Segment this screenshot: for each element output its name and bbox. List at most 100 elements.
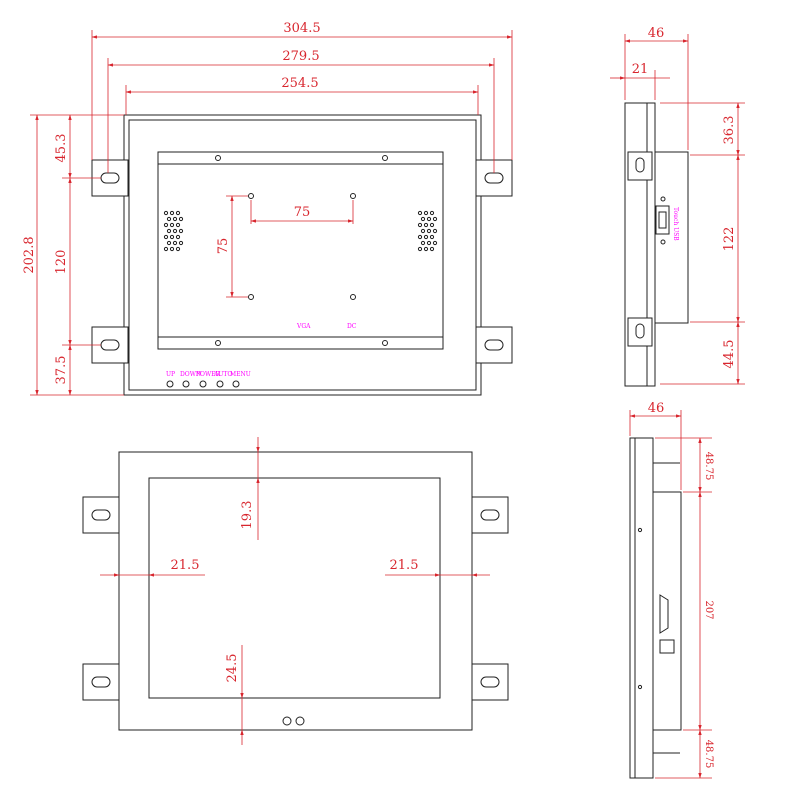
button-down [182,380,190,388]
vent-hole [423,246,429,252]
dim-rear-left: 21.5 [171,558,200,573]
rear-outer-frame [118,451,473,731]
vent-hole [169,222,175,228]
button-menu [232,380,240,388]
vent-hole [169,234,175,240]
dim-height-total: 202.8 [22,236,37,273]
vent-hole [417,246,423,252]
vent-hole [175,210,181,216]
dim-width-mid: 279.5 [282,49,319,64]
front-buttons: UP DOWN POWER AUTO MENU [166,371,251,388]
dim-height-mid: 120 [54,250,69,275]
usb-port [655,205,670,235]
vent-hole [169,210,175,216]
button-power [199,380,207,388]
button-label-power: POWER [196,371,221,378]
dim-side-depth: 46 [648,26,665,41]
button-label-auto: AUTO [213,371,232,378]
dim-width-inner: 254.5 [281,76,318,91]
vent-hole [423,234,429,240]
side-view-bottom: 46 48.75 207 48.75 [629,401,714,779]
dim-side-top: 36.3 [722,116,737,145]
side-top-bracket-lower [627,317,653,347]
rear-brackets [82,496,509,701]
front-view: VGA DC UP DOWN POWER AUTO MENU 304.5 [22,21,513,396]
vent-hole [426,240,432,246]
front-outer-frame [123,114,482,396]
dim-rear-right: 21.5 [390,558,419,573]
side-top-dimensions: 46 21 36.3 122 44.5 [610,26,745,385]
button-label-up: UP [166,371,175,378]
vent-hole [432,228,438,234]
button-label-down: DOWN [180,371,201,378]
vent-hole [429,222,435,228]
vent-hole [175,222,181,228]
button-up [166,380,174,388]
side-top-bracket-upper [627,151,653,181]
vent-hole [175,234,181,240]
dim-height-top: 45.3 [54,134,69,163]
dim-side-mid: 122 [722,227,737,252]
port-vga-label: VGA [296,323,311,330]
front-brackets [91,159,513,364]
front-dimensions: 304.5 279.5 254.5 202.8 45.3 120 [22,21,513,396]
vent-hole [172,216,178,222]
vesa-holes [248,193,356,300]
dc-connector [659,639,675,654]
vent-hole [163,234,169,240]
vent-hole [426,216,432,222]
vent-hole [429,246,435,252]
front-inner-bezel [128,119,477,391]
vent-hole [420,228,426,234]
dim-vesa-width: 75 [294,205,311,220]
vent-hole [429,234,435,240]
vent-hole [423,210,429,216]
vent-hole [420,240,426,246]
vent-hole [426,228,432,234]
vent-hole [178,240,184,246]
vent-grid-right [417,210,438,252]
vga-connector [659,594,669,634]
dim-side2-bottom: 48.75 [703,740,714,769]
vent-hole [166,228,172,234]
port-dc-label: DC [347,323,357,330]
vent-hole [417,234,423,240]
vent-hole [172,240,178,246]
dim-side-bottom: 44.5 [722,340,737,369]
back-cover-panel [157,151,444,350]
dim-height-bottom: 37.5 [54,356,69,385]
dim-side-offset: 21 [632,62,649,77]
vent-hole [417,210,423,216]
vent-hole [163,246,169,252]
vent-hole [432,240,438,246]
cover-screws [215,155,388,346]
button-label-menu: MENU [230,371,251,378]
usb-label: Touch USB [672,207,679,241]
button-auto [216,380,224,388]
vent-hole [166,240,172,246]
vent-hole [166,216,172,222]
rear-screen-opening [148,477,441,699]
dim-vesa-height: 75 [216,238,231,255]
vent-hole [172,228,178,234]
vent-hole [178,216,184,222]
vent-hole [417,222,423,228]
side-bottom-back-box [652,491,682,731]
rear-view: 19.3 21.5 21.5 24.5 [82,437,509,745]
vent-grid-left [163,210,184,252]
dim-side2-mid: 207 [703,600,714,619]
vent-hole [163,222,169,228]
vent-hole [175,246,181,252]
rear-dimensions: 19.3 21.5 21.5 24.5 [100,437,490,745]
dim-side2-depth: 46 [648,401,665,416]
side-top-back-box [654,151,689,324]
vent-hole [420,216,426,222]
rear-led-1 [282,716,292,726]
dim-width-outer: 304.5 [283,21,320,36]
dim-rear-top: 19.3 [240,501,255,530]
side-bottom-frame [629,437,654,779]
dim-side2-top: 48.75 [703,452,714,481]
rear-led-2 [295,716,305,726]
side-bottom-dimensions: 46 48.75 207 48.75 [629,401,714,779]
